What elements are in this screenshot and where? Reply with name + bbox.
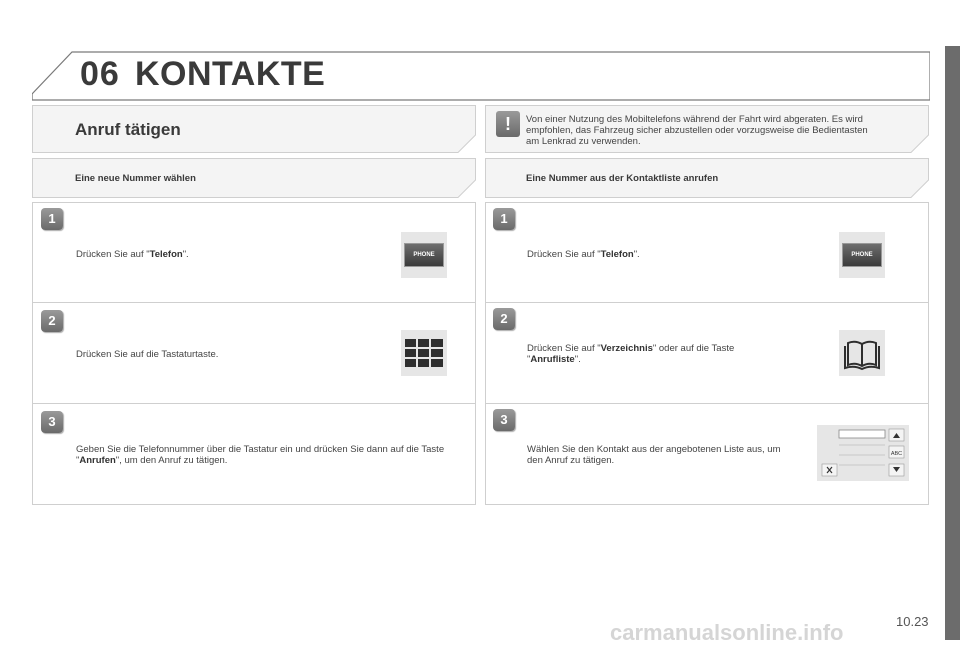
chapter-number: 06: [80, 55, 120, 93]
step-text: Drücken Sie auf "Telefon".: [527, 249, 640, 260]
step-text: Geben Sie die Telefonnummer über die Tas…: [76, 444, 445, 466]
subtitle-panel-right: Eine Nummer aus der Kontaktliste anrufen: [485, 158, 929, 198]
step-text: Drücken Sie auf "Telefon".: [76, 249, 189, 260]
step-number-badge: 1: [41, 208, 63, 230]
section-title: Anruf tätigen: [75, 120, 181, 139]
side-tab-bar: [945, 46, 960, 640]
step-number-badge: 2: [493, 308, 515, 330]
step-number-badge: 2: [41, 310, 63, 332]
warning-icon: !: [496, 111, 520, 137]
step-box: 1 Drücken Sie auf "Telefon". PHONE: [32, 202, 476, 303]
watermark: carmanualsonline.info: [610, 620, 844, 645]
step-text: Drücken Sie auf "Verzeichnis" oder auf d…: [527, 343, 735, 365]
subtitle-new-number: Eine neue Nummer wählen: [75, 173, 196, 184]
step-box: 2 Drücken Sie auf "Verzeichnis" oder auf…: [485, 303, 929, 404]
chapter-title: KONTAKTE: [135, 55, 326, 93]
step-number-badge: 3: [493, 409, 515, 431]
step-number-badge: 3: [41, 411, 63, 433]
contact-list-screen-icon: ABC: [817, 425, 909, 481]
warning-panel: ! Von einer Nutzung des Mobiltelefons wä…: [485, 105, 929, 153]
page-number: 10.23: [896, 614, 929, 629]
step-number-badge: 1: [493, 208, 515, 230]
step-text: Drücken Sie auf die Tastaturtaste.: [76, 349, 219, 360]
step-box: 2 Drücken Sie auf die Tastaturtaste.: [32, 303, 476, 404]
subtitle-contact-list: Eine Nummer aus der Kontaktliste anrufen: [526, 173, 719, 184]
step-text: Wählen Sie den Kontakt aus der angeboten…: [527, 444, 781, 466]
step-box: 1 Drücken Sie auf "Telefon". PHONE: [485, 202, 929, 303]
phone-button-icon: PHONE: [839, 232, 885, 278]
header-frame: [32, 51, 930, 101]
step-box: 3 Wählen Sie den Kontakt aus der angebot…: [485, 404, 929, 505]
book-icon: [839, 330, 885, 376]
subtitle-panel-left: Eine neue Nummer wählen: [32, 158, 476, 198]
warning-text: Von einer Nutzung des Mobiltelefons währ…: [526, 114, 868, 147]
svg-text:ABC: ABC: [891, 451, 902, 457]
phone-button-icon: PHONE: [401, 232, 447, 278]
step-box: 3 Geben Sie die Telefonnummer über die T…: [32, 404, 476, 505]
section-title-panel: Anruf tätigen: [32, 105, 476, 153]
keypad-icon: [401, 330, 447, 376]
chapter-header: 06 KONTAKTE: [32, 46, 930, 102]
